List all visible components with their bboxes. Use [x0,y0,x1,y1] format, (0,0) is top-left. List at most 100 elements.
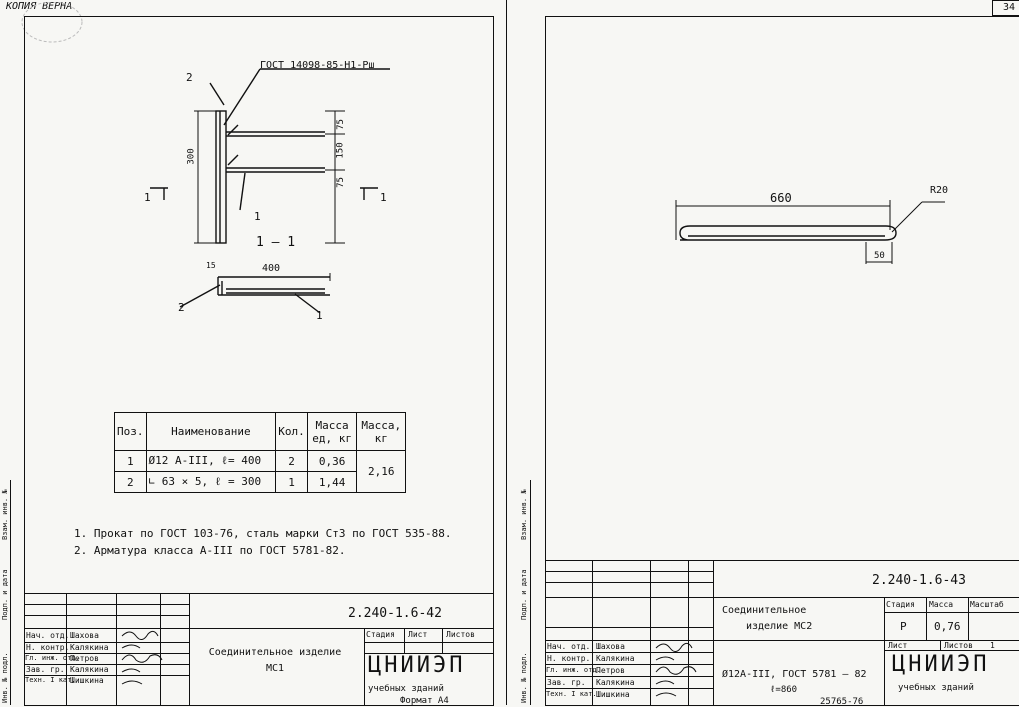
note-1: 1. Прокат по ГОСТ 103-76, сталь марки Ст… [74,527,452,540]
product-title-line1: Соединительное [722,605,807,616]
tb-line [24,628,494,629]
specification-table: Поз. Наименование Кол. Масса ед, кг Масс… [114,412,406,493]
tb-line [364,653,494,654]
role-5: Техн. I кат. [25,676,76,684]
col-name: Наименование [145,412,277,451]
tb-vline [968,597,969,640]
role-2: Н. контр. [26,643,70,652]
dim-r20: R20 [930,185,949,196]
row2-pos: 2 [114,471,147,493]
sheet-divider [506,0,507,705]
dim-50: 50 [874,251,885,261]
sheet-number-box [992,0,1019,16]
tb-vline [116,593,117,705]
tb-vline [66,593,67,705]
tb-vline [364,628,365,705]
name-3-right: Петров [596,666,625,675]
role-4: Зав. гр. [26,665,65,674]
tb-line [545,640,1019,641]
tb-line [24,615,189,616]
pos2-mark: 2 [186,71,193,84]
dim-300: 300 [186,148,197,165]
org-name: ЦНИИЭП [368,653,466,678]
tb-vline [442,628,443,653]
sheet-label-right: Лист [888,641,908,650]
tb-line [24,653,189,654]
tb-line [545,676,713,677]
stage-value: Р [900,620,907,633]
section-mark-left: 1 [144,191,151,204]
pos1-section-mark: 1 [316,309,323,322]
mass-value: 0,76 [934,620,961,633]
dim-75-top: 75 [335,119,346,130]
name-2-right: Калякина [596,654,635,663]
pos2-section-mark: 2 [178,301,185,314]
tb-line [545,627,713,628]
sheets-label-right: Листов [944,641,973,650]
role-3: Гл. инж. отд. [25,654,80,662]
name-1: Шахова [70,631,99,640]
name-4-right: Калякина [596,678,635,687]
role-4-right: Зав. гр. [547,678,586,687]
row2-name: ∟ 63 × 5, ℓ = 300 [145,471,277,493]
row2-qty: 1 [275,471,308,493]
note-2: 2. Арматура класса А-III по ГОСТ 5781-82… [74,544,346,557]
signatures [121,630,163,685]
role-1-right: Нач. отд. [547,642,591,651]
tb-top [24,593,494,594]
table-row: 2 ∟ 63 × 5, ℓ = 300 1 1,44 [114,471,406,493]
sheets-label: Листов [446,630,475,639]
table-row: 1 Ø12 А-III, ℓ= 400 2 0,36 2,16 [114,450,406,493]
stage-label-right: Стадия [886,600,915,609]
product-title: Соединительное изделие МС1 [208,647,342,674]
sheets-value: 1 [990,641,995,650]
tb-vline [688,560,689,705]
role-2-right: Н. контр. [547,654,591,663]
row1-qty: 2 [275,450,308,472]
tb-line [24,675,189,676]
copy-stamp: КОПИЯ ВЕРНА [6,1,73,12]
dim-400: 400 [262,263,281,274]
mc1-drawing [150,68,390,314]
stage-label: Стадия [366,630,395,639]
side-label-replace: Взам. инв. № [1,489,9,540]
col-pos: Поз. [114,412,147,451]
role-3-right: Гл. инж. отд. [546,666,601,674]
tb-line [24,664,189,665]
org-sub: учебных зданий [368,684,444,694]
side-label-inv: Инв. № подл. [1,652,9,703]
row1-mass-unit: 0,36 [306,450,358,472]
name-2: Калякина [70,643,109,652]
row2-mass-unit: 1,44 [306,471,358,493]
doc-code-right: 2.240-1.6-43 [872,573,966,588]
tb-line [364,642,494,643]
tb-vline [592,560,593,705]
side-label-replace-right: Взам. инв. № [520,489,528,540]
mass-label-right: Масса [929,600,954,609]
col-qty: Кол. [275,412,308,451]
side-label-inv-right: Инв. № подл. [520,652,528,703]
dim-75-bottom: 75 [335,177,346,188]
name-5-right: Шишкина [596,690,630,699]
footer-number: 25765-76 [820,697,864,707]
tb-vline [404,628,405,653]
name-4: Калякина [70,665,109,674]
org-sub-right: учебных зданий [898,683,974,693]
tb-line [545,664,713,665]
pos1-mark: 1 [254,210,261,223]
side-label-sign: Подп. и дата [1,569,9,620]
total-mass: 2,16 [356,450,406,493]
row1-pos: 1 [114,450,147,472]
tb-vline [160,593,161,705]
spec-line2: ℓ=860 [770,685,798,695]
role-1: Нач. отд. [26,631,70,640]
tb-vline [713,560,714,705]
tb-line [884,650,1019,651]
name-5: Шишкина [70,676,104,685]
tb-line [24,642,189,643]
col-mass: Масса, кг [356,412,406,451]
section-title: 1 – 1 [256,235,296,250]
tb-line [545,688,713,689]
tb-vline [650,560,651,705]
format-label: Формат А4 [400,696,449,706]
